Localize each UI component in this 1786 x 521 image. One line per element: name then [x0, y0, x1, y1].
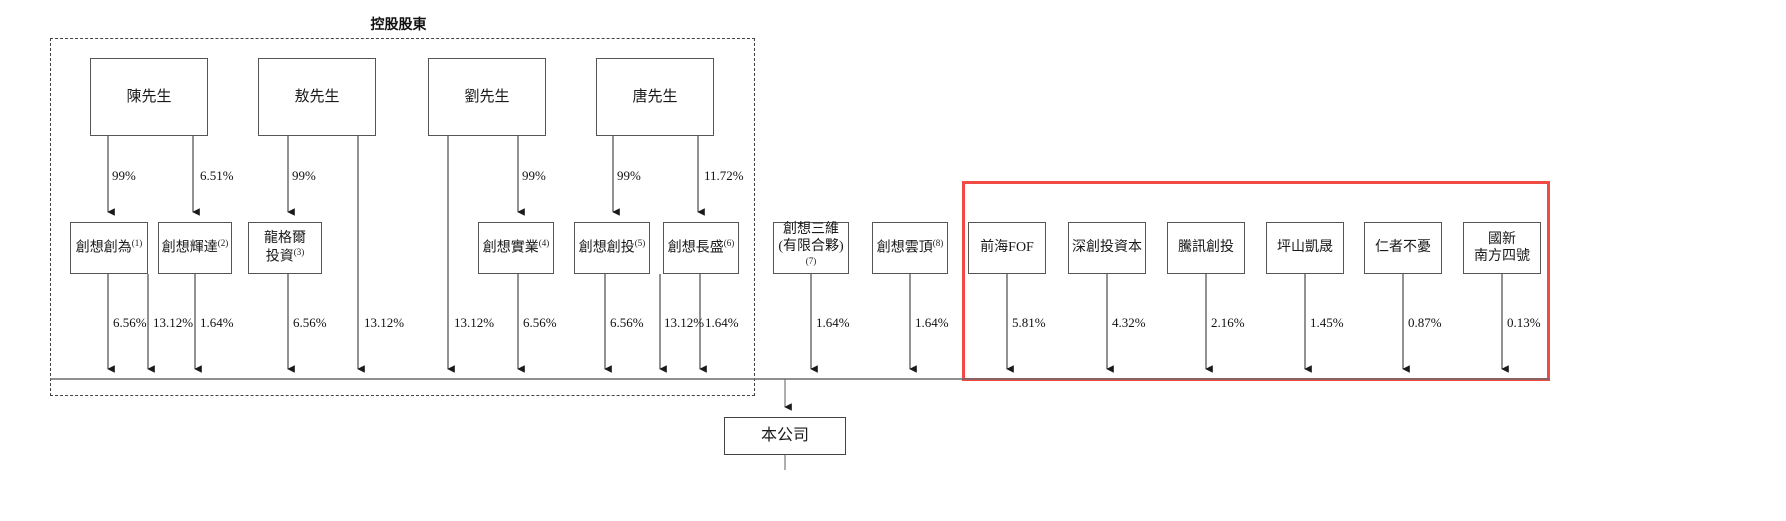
controlling-shareholders-title: 控股股東	[370, 16, 427, 32]
entity-box-e7[interactable]: 創想三維(有限合夥)(7)	[773, 222, 849, 274]
percent-label-upper-5: 99%	[522, 168, 546, 183]
entity-box-e5[interactable]: 創想創投(5)	[574, 222, 650, 274]
entity-box-e2[interactable]: 創想輝達(2)	[158, 222, 232, 274]
box-label: 騰訊創投	[1178, 240, 1234, 256]
investor-box-i3[interactable]: 騰訊創投	[1167, 222, 1245, 274]
person-box-p4[interactable]: 唐先生	[596, 58, 714, 136]
footnote-marker: (8)	[932, 238, 944, 249]
footnote-marker: (5)	[634, 238, 646, 249]
percent-label-upper-1: 6.51%	[200, 168, 234, 183]
box-label: 國新南方四號	[1474, 231, 1530, 265]
box-label: 龍格爾投資(3)	[264, 230, 306, 265]
investor-box-i1[interactable]: 前海FOF	[968, 222, 1046, 274]
person-box-p2[interactable]: 敖先生	[258, 58, 376, 136]
percent-label-lower-7: 6.56%	[610, 315, 644, 330]
company-label: 本公司	[760, 427, 809, 444]
box-label: 前海FOF	[980, 240, 1034, 256]
investor-box-i2[interactable]: 深創投資本	[1068, 222, 1146, 274]
percent-label-lower-17: 0.13%	[1507, 315, 1541, 330]
percent-label-lower-9: 1.64%	[705, 315, 739, 330]
percent-label-upper-6: 99%	[617, 168, 641, 183]
box-label: 創想長盛(6)	[667, 238, 735, 257]
footnote-marker: (1)	[131, 238, 143, 249]
entity-box-e6[interactable]: 創想長盛(6)	[663, 222, 739, 274]
footnote-marker: (2)	[217, 238, 229, 249]
percent-label-upper-2: 99%	[292, 168, 316, 183]
box-label: 創想實業(4)	[482, 238, 550, 257]
box-label: 仁者不憂	[1375, 240, 1431, 256]
percent-label-lower-13: 4.32%	[1112, 315, 1146, 330]
controlling-shareholders-frame	[50, 38, 755, 396]
box-label: 創想創投(5)	[578, 238, 646, 257]
percent-label-lower-8: 13.12%	[664, 315, 705, 330]
percent-label-lower-2: 1.64%	[200, 315, 234, 330]
footnote-marker: (6)	[723, 238, 735, 249]
percent-label-lower-5: 13.12%	[454, 315, 495, 330]
percent-label-lower-11: 1.64%	[915, 315, 949, 330]
entity-box-e8[interactable]: 創想雲頂(8)	[872, 222, 948, 274]
footnote-marker: (7)	[805, 255, 817, 266]
percent-label-lower-3: 6.56%	[293, 315, 327, 330]
percent-label-upper-0: 99%	[112, 168, 136, 183]
box-label: 敖先生	[294, 88, 340, 105]
person-box-p1[interactable]: 陳先生	[90, 58, 208, 136]
footnote-marker: (4)	[538, 238, 550, 249]
percent-label-lower-6: 6.56%	[523, 315, 557, 330]
percent-label-lower-12: 5.81%	[1012, 315, 1046, 330]
investor-box-i6[interactable]: 國新南方四號	[1463, 222, 1541, 274]
company-box[interactable]: 本公司	[724, 417, 846, 455]
person-box-p3[interactable]: 劉先生	[428, 58, 546, 136]
box-label: 陳先生	[126, 88, 172, 105]
percent-label-lower-14: 2.16%	[1211, 315, 1245, 330]
box-label: 創想輝達(2)	[161, 238, 229, 257]
box-label: 創想三維(有限合夥)(7)	[778, 221, 844, 266]
box-label: 創想雲頂(8)	[876, 238, 944, 257]
investor-box-i4[interactable]: 坪山凱晟	[1266, 222, 1344, 274]
investor-box-i5[interactable]: 仁者不憂	[1364, 222, 1442, 274]
box-label: 坪山凱晟	[1277, 240, 1333, 256]
institutional-investors-highlight-frame	[962, 181, 1550, 381]
percent-label-lower-4: 13.12%	[364, 315, 405, 330]
percent-label-lower-15: 1.45%	[1310, 315, 1344, 330]
box-label: 唐先生	[632, 88, 678, 105]
percent-label-lower-1: 13.12%	[153, 315, 194, 330]
box-label: 深創投資本	[1072, 240, 1142, 256]
entity-box-e1[interactable]: 創想創為(1)	[70, 222, 148, 274]
box-label: 劉先生	[464, 88, 510, 105]
footnote-marker: (3)	[293, 247, 305, 258]
percent-label-lower-16: 0.87%	[1408, 315, 1442, 330]
percent-label-lower-10: 1.64%	[816, 315, 850, 330]
percent-label-upper-7: 11.72%	[704, 168, 744, 183]
entity-box-e3[interactable]: 龍格爾投資(3)	[248, 222, 322, 274]
percent-label-lower-0: 6.56%	[113, 315, 147, 330]
entity-box-e4[interactable]: 創想實業(4)	[478, 222, 554, 274]
box-label: 創想創為(1)	[75, 238, 143, 257]
